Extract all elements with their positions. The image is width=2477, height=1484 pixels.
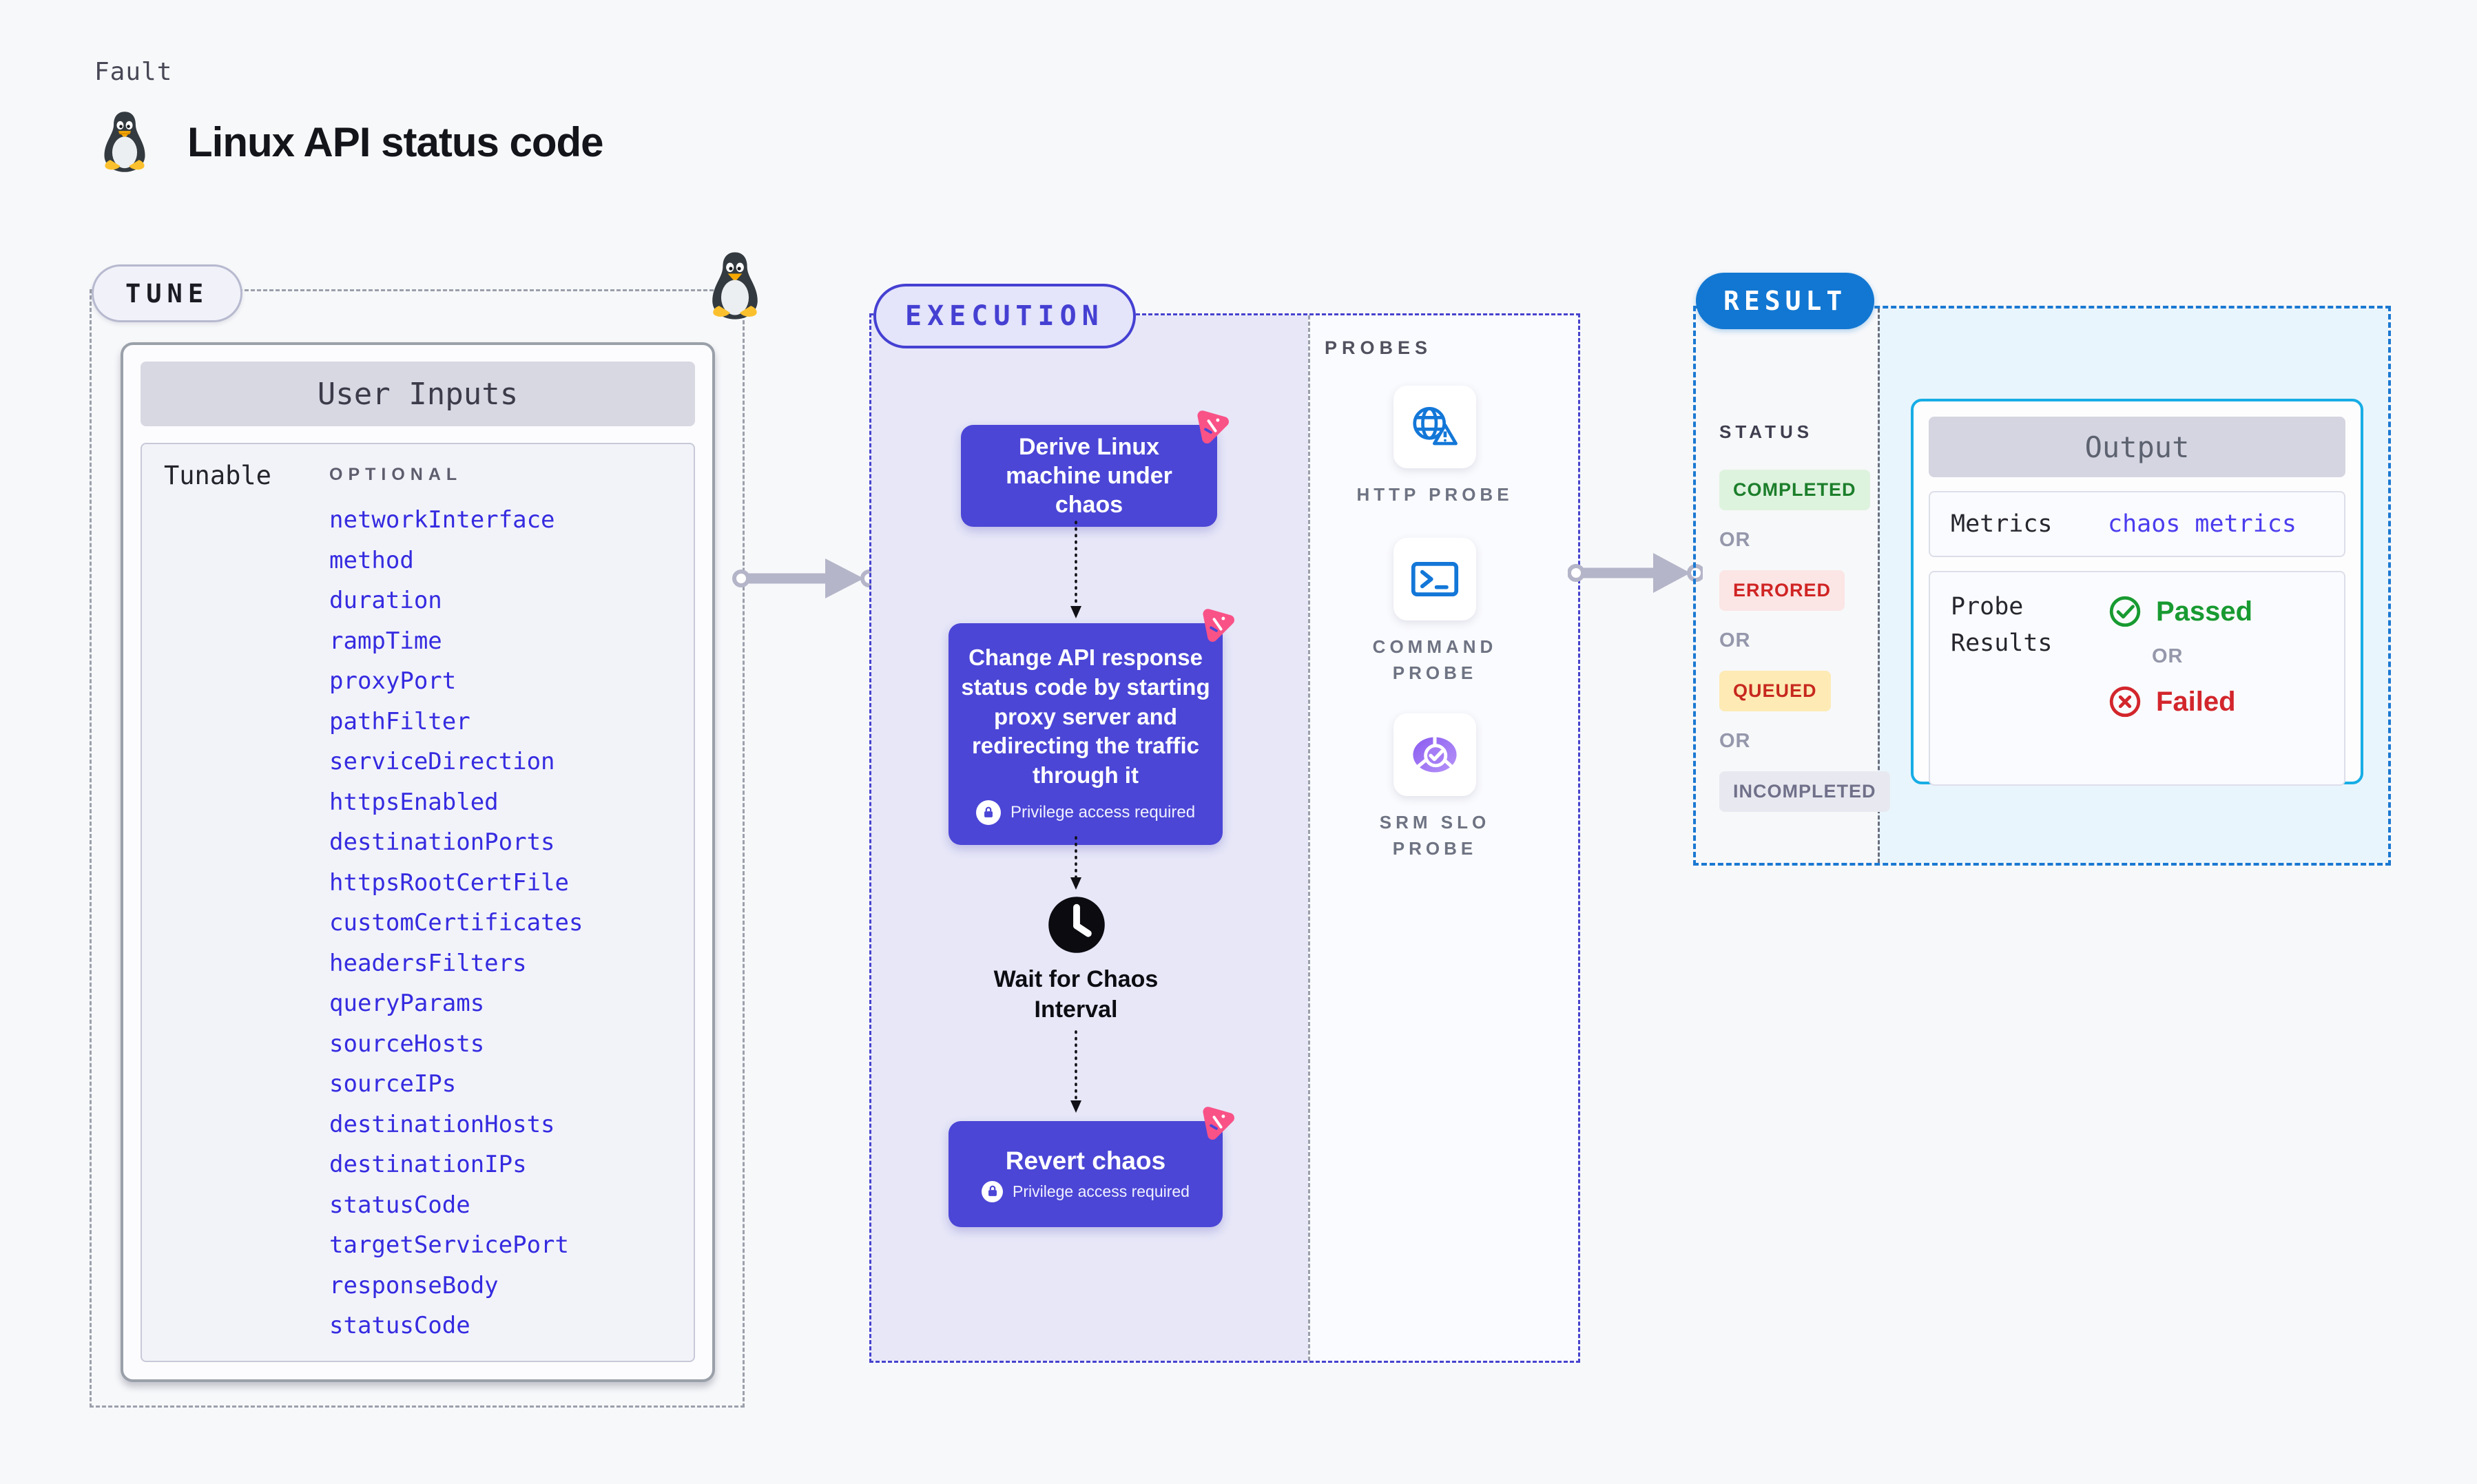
metrics-value: chaos metrics: [2108, 510, 2297, 538]
execution-badge: EXECUTION: [873, 284, 1136, 348]
probes-area: [1308, 315, 1578, 1361]
tunables-panel: Tunable OPTIONAL networkInterface method…: [141, 443, 695, 1362]
linux-tux-icon: [101, 109, 149, 175]
probe-srm-slo: SRM SLO PROBE: [1349, 713, 1521, 861]
step-change-status-code: Change API response status code by start…: [949, 609, 1234, 845]
or-label: OR: [2152, 645, 2184, 667]
status-badge-errored: ERRORED: [1719, 570, 1845, 611]
step-label: Change API response status code by start…: [961, 644, 1210, 788]
probe-command: COMMAND PROBE: [1349, 538, 1521, 686]
tunable-proxyPort: proxyPort: [329, 667, 457, 695]
chaos-scenario-icon: [1196, 1102, 1238, 1143]
optional-label: OPTIONAL: [329, 465, 463, 484]
output-card: Output Metrics chaos metrics Probe Resul…: [1911, 399, 2363, 786]
or-label: OR: [1719, 529, 1751, 551]
tunable-destinationHosts: destinationHosts: [329, 1110, 555, 1138]
step-label: Derive Linux machine under chaos: [1006, 433, 1172, 519]
probe-results-label: Probe Results: [1951, 593, 2053, 657]
failed-label: Failed: [2156, 686, 2236, 717]
privilege-note: Privilege access required: [1013, 1182, 1190, 1200]
check-circle-icon: [2109, 596, 2141, 627]
chaos-scenario-icon: [1191, 406, 1232, 447]
metrics-label: Metrics: [1951, 510, 2053, 538]
probe-http: HTTP PROBE: [1349, 386, 1521, 508]
status-column: STATUS COMPLETED OR ERRORED OR QUEUED OR…: [1696, 309, 1901, 863]
tunable-destinationIPs: destinationIPs: [329, 1151, 527, 1178]
tunable-rampTime: rampTime: [329, 627, 442, 655]
privilege-note: Privilege access required: [1010, 803, 1196, 822]
tune-badge: TUNE: [92, 264, 243, 322]
terminal-icon: [1393, 538, 1476, 620]
dotted-arrow-icon: [1070, 521, 1081, 618]
x-circle-icon: [2109, 686, 2141, 718]
dotted-arrow-icon: [1070, 836, 1081, 890]
metrics-row: Metrics chaos metrics: [1929, 491, 2345, 557]
tunable-httpsRootCertFile: httpsRootCertFile: [329, 868, 569, 897]
passed-label: Passed: [2156, 596, 2253, 627]
status-badge-incompleted: INCOMPLETED: [1719, 771, 1890, 812]
result-section: STATUS COMPLETED OR ERRORED OR QUEUED OR…: [1693, 306, 2391, 866]
tunable-statusCode-2: statusCode: [329, 1312, 470, 1339]
user-inputs-title: User Inputs: [141, 362, 695, 426]
tunable-method: method: [329, 546, 414, 574]
user-inputs-card: User Inputs Tunable OPTIONAL networkInte…: [121, 342, 715, 1382]
step-label: Revert chaos: [1005, 1146, 1166, 1175]
or-label: OR: [1719, 730, 1751, 752]
probe-results-row: Probe Results Passed OR: [1929, 571, 2345, 786]
tune-section: [90, 289, 745, 1408]
probe-label: HTTP PROBE: [1356, 484, 1513, 505]
fault-kicker: Fault: [94, 58, 173, 86]
tunable-sourceHosts: sourceHosts: [329, 1030, 485, 1058]
tunable-targetServicePort: targetServicePort: [329, 1231, 569, 1259]
result-badge: RESULT: [1696, 273, 1875, 329]
chaos-scenario-icon: [1196, 604, 1238, 645]
tunable-responseBody: responseBody: [329, 1271, 499, 1299]
output-title: Output: [1929, 417, 2345, 477]
tunable-headersFilters: headersFilters: [329, 949, 527, 977]
tunable-httpsEnabled: httpsEnabled: [329, 788, 499, 816]
dotted-arrow-icon: [1070, 1030, 1081, 1113]
globe-alert-icon: [1393, 386, 1476, 468]
probe-label: COMMAND PROBE: [1372, 636, 1497, 683]
step-derive-machine: Derive Linux machine under chaos: [961, 410, 1229, 527]
status-badge-completed: COMPLETED: [1719, 470, 1870, 510]
tunable-customCertificates: customCertificates: [329, 909, 583, 937]
linux-tux-corner-icon: [708, 251, 762, 321]
tunable-duration: duration: [329, 587, 442, 614]
page-title: Linux API status code: [187, 119, 604, 165]
lock-icon: [975, 800, 1001, 826]
tunable-statusCode: statusCode: [329, 1191, 470, 1219]
tunable-networkInterface: networkInterface: [329, 506, 555, 534]
probe-label: SRM SLO PROBE: [1379, 812, 1491, 859]
lock-icon: [982, 1180, 1004, 1202]
tunable-pathFilter: pathFilter: [329, 707, 470, 735]
tunable-row-label: Tunable: [164, 461, 271, 490]
step-revert-chaos: Revert chaos Privilege access required: [949, 1107, 1234, 1227]
tunable-destinationPorts: destinationPorts: [329, 828, 555, 856]
arrow-tune-to-execution-icon: [732, 558, 876, 598]
status-badge-queued: QUEUED: [1719, 671, 1831, 711]
tunable-sourceIPs: sourceIPs: [329, 1070, 457, 1098]
slo-donut-icon: [1393, 713, 1476, 796]
step-wait-for-chaos-interval: Wait for Chaos Interval: [993, 966, 1159, 1023]
tunable-serviceDirection: serviceDirection: [329, 748, 555, 775]
tunable-queryParams: queryParams: [329, 990, 485, 1017]
arrow-execution-to-result-icon: [1568, 553, 1703, 593]
probes-title: PROBES: [1325, 337, 1433, 358]
clock-icon: [1046, 894, 1108, 956]
or-label: OR: [1719, 629, 1751, 651]
status-title: STATUS: [1719, 421, 1814, 442]
